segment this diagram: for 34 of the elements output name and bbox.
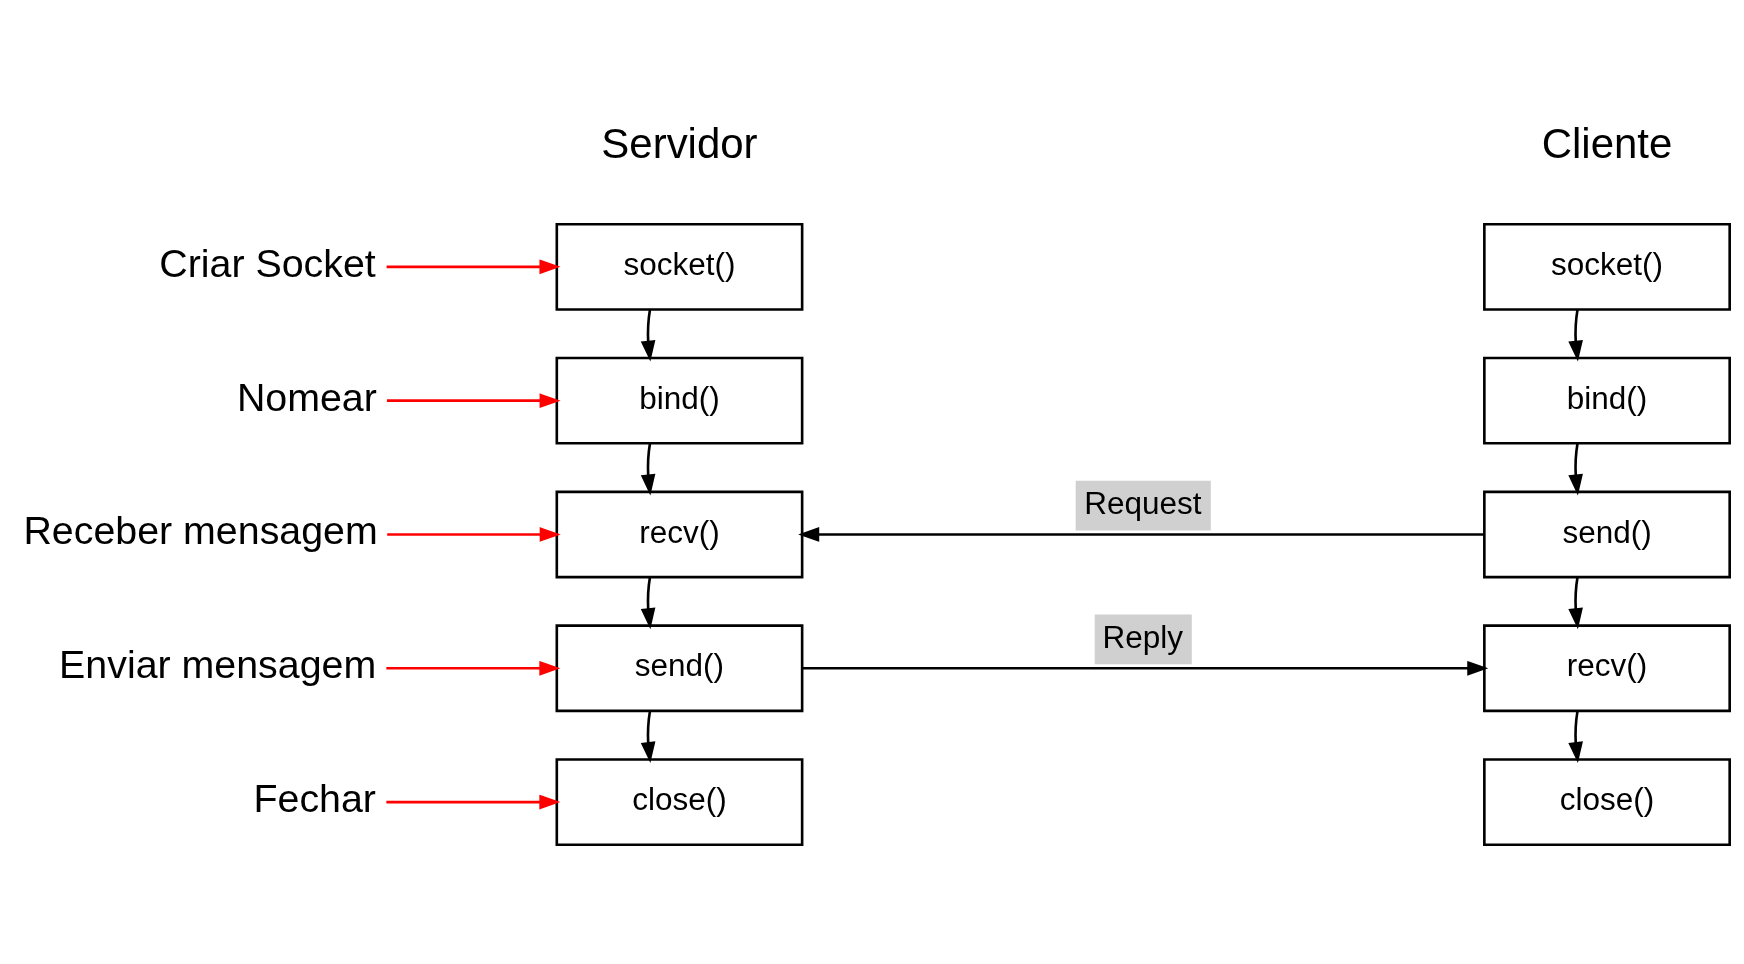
node-box: recv() <box>555 490 804 579</box>
edge-label: Request <box>1084 485 1202 521</box>
arrow <box>387 527 561 542</box>
node-box: socket() <box>1483 222 1731 311</box>
arrow <box>640 577 656 630</box>
arrow <box>798 527 1485 542</box>
node-box: close() <box>555 758 804 847</box>
node-text: Enviar mensagem <box>59 642 377 687</box>
node-box: send() <box>1483 490 1731 579</box>
node-box: bind() <box>1483 356 1731 445</box>
node-box: recv() <box>1483 624 1731 713</box>
label: Cliente <box>1541 120 1673 168</box>
arrow <box>1568 309 1583 362</box>
arrow <box>640 443 656 496</box>
label: Servidor <box>601 120 758 168</box>
node-text: Fechar <box>253 775 376 820</box>
arrow <box>802 660 1489 676</box>
arrow <box>386 259 561 275</box>
node-box: bind() <box>555 356 804 445</box>
node-text: Receber mensagem <box>23 508 378 553</box>
node-box: send() <box>555 624 804 713</box>
arrow <box>640 309 656 362</box>
arrow <box>386 794 561 810</box>
arrow <box>640 710 656 764</box>
arrow <box>1568 443 1583 496</box>
arrow <box>1568 577 1583 630</box>
arrow <box>1568 710 1583 764</box>
arrow <box>386 660 561 676</box>
node-text: Nomear <box>236 374 377 419</box>
edge-label: Reply <box>1102 619 1184 655</box>
node-box: socket() <box>555 222 804 311</box>
node-text: Criar Socket <box>159 240 376 285</box>
arrow <box>386 393 561 408</box>
node-box: close() <box>1483 758 1731 847</box>
